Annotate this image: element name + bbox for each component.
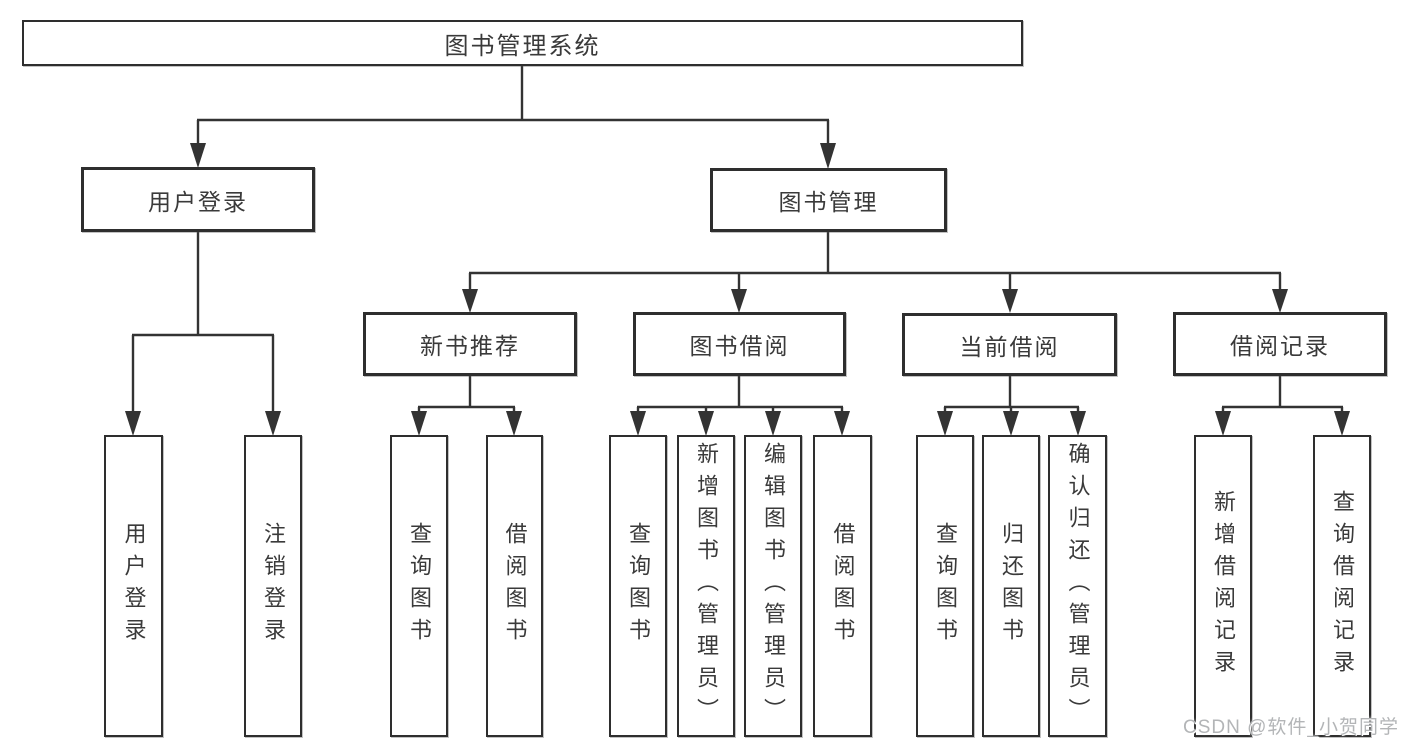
- leaf-edit-book-admin-label: 编辑图书（管理员）: [761, 442, 786, 730]
- leaf-user-login-label: 用户登录: [121, 522, 147, 650]
- leaf-logout: 注销登录: [244, 435, 302, 737]
- edges-root-to-level2: [190, 66, 836, 169]
- leaf-confirm-return-admin: 确认归还（管理员）: [1048, 435, 1107, 737]
- edges-borrow-records-group: [1215, 376, 1350, 436]
- leaf-query-books-current: 查询图书: [916, 435, 974, 737]
- leaf-query-books-recommend-label: 查询图书: [407, 522, 432, 650]
- leaf-add-book-admin-label: 新增图书（管理员）: [694, 442, 719, 730]
- leaf-edit-book-admin: 编辑图书（管理员）: [744, 435, 802, 737]
- node-borrow-records: 借阅记录: [1173, 312, 1387, 376]
- leaf-user-login: 用户登录: [104, 435, 163, 737]
- leaf-logout-label: 注销登录: [261, 522, 286, 650]
- leaf-confirm-return-admin-label: 确认归还（管理员）: [1065, 442, 1091, 730]
- leaf-borrow-books-recommend-label: 借阅图书: [502, 522, 528, 650]
- node-user-login: 用户登录: [81, 167, 315, 232]
- node-root: 图书管理系统: [22, 20, 1023, 66]
- edges-new-book-group: [411, 376, 522, 436]
- leaf-query-books-current-label: 查询图书: [933, 522, 958, 650]
- leaf-query-borrow-record-label: 查询借阅记录: [1330, 490, 1355, 682]
- leaf-add-borrow-record: 新增借阅记录: [1194, 435, 1252, 737]
- leaf-query-borrow-record: 查询借阅记录: [1313, 435, 1371, 737]
- edges-user-login-to-leaves: [125, 232, 281, 436]
- node-new-book-recommend: 新书推荐: [363, 312, 577, 376]
- node-book-management: 图书管理: [710, 168, 947, 232]
- leaf-return-book: 归还图书: [982, 435, 1040, 737]
- leaf-add-borrow-record-label: 新增借阅记录: [1211, 490, 1236, 682]
- leaf-borrow-books-recommend: 借阅图书: [486, 435, 543, 737]
- leaf-borrow-books: 借阅图书: [813, 435, 872, 737]
- leaf-query-books-borrow: 查询图书: [609, 435, 667, 737]
- leaf-return-book-label: 归还图书: [999, 522, 1024, 650]
- edges-book-mgmt-to-groups: [462, 232, 1288, 313]
- leaf-borrow-books-label: 借阅图书: [830, 522, 856, 650]
- leaf-query-books-recommend: 查询图书: [390, 435, 448, 737]
- leaf-add-book-admin: 新增图书（管理员）: [677, 435, 735, 737]
- csdn-watermark: CSDN @软件_小贺同学: [1183, 717, 1399, 738]
- node-book-borrow: 图书借阅: [633, 312, 846, 376]
- node-current-borrow: 当前借阅: [902, 313, 1117, 376]
- edges-current-borrow-group: [937, 376, 1086, 436]
- edges-book-borrow-group: [630, 376, 850, 436]
- leaf-query-books-borrow-label: 查询图书: [626, 522, 651, 650]
